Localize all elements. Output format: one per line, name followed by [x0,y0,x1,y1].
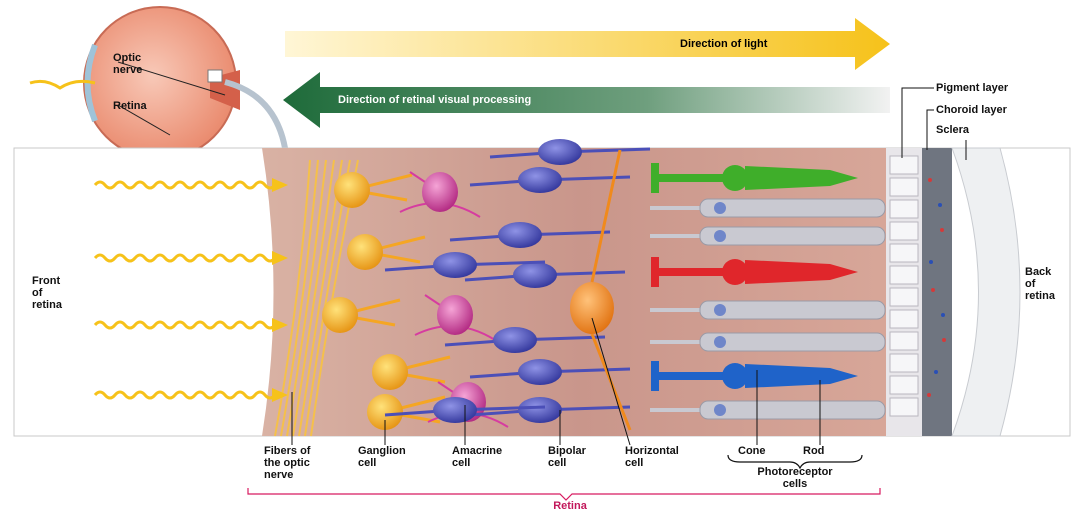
front-of-retina-label: Front of retina [32,275,62,311]
light-rays [93,178,288,402]
ganglion-cell [334,172,370,208]
bipolar-cell [518,359,562,385]
amacrine-cell [422,172,458,212]
bipolar-cell [433,252,477,278]
rod-cell [699,226,886,246]
fibers-optic-nerve-label: Fibers of the optic nerve [264,445,311,481]
processing-direction-arrow [283,72,890,128]
amacrine-cell-label: Amacrine cell [452,445,503,469]
bipolar-cells [384,139,651,423]
eye-icon [29,6,288,160]
light-ray [93,180,277,190]
bipolar-cell [493,327,537,353]
light-ray [93,253,277,263]
ganglion-cell [367,394,403,430]
ganglion-cell [347,234,383,270]
bipolar-cell [518,397,562,423]
sclera-layer [951,147,1021,437]
pigment-cells [889,155,919,417]
light-ray-arrowhead [272,178,288,192]
cone-cell [745,364,858,388]
light-ray-arrowhead [272,318,288,332]
photoreceptor-cells [650,163,886,420]
light-direction-label: Direction of light [680,38,768,50]
light-ray [93,390,277,400]
bipolar-cell [518,167,562,193]
horizontal-cell [570,282,614,334]
sclera-label: Sclera [936,124,970,136]
ganglion-cell-label: Ganglion cell [358,445,406,469]
photoreceptor-brace [727,454,863,470]
optic-nerve-fiber [280,159,319,437]
light-ray-arrowhead [272,388,288,402]
ganglion-cell [372,354,408,390]
optic-nerve-fiber [286,159,327,437]
rod-label: Rod [803,445,825,457]
eye-retina-label: Retina [113,100,147,112]
processing-direction-label: Direction of retinal visual processing [338,94,532,106]
optic-nerve-fiber [292,159,335,437]
light-ray-arrowhead [272,251,288,265]
cone-cell [745,260,858,284]
photoreceptor-cells-label: Photoreceptor cells [757,466,833,490]
rod-cell [699,332,886,352]
bipolar-cell [538,139,582,165]
bipolar-cell [513,262,557,288]
rod-cell [699,300,886,320]
rod-cell [699,198,886,218]
retina-brace [247,488,881,501]
pointer-lines [291,87,967,446]
choroid-layer-label: Choroid layer [936,104,1007,116]
optic-nerve-fiber [274,159,311,437]
bipolar-cell-label: Bipolar cell [548,445,586,469]
pigment-layer-label: Pigment layer [936,82,1009,94]
choroid-layer [922,148,952,436]
amacrine-cell [437,295,473,335]
bipolar-cell [433,397,477,423]
back-of-retina-label: Back of retina [1025,266,1055,302]
eye-optic-nerve-label: Optic nerve [113,52,143,76]
light-direction-arrow [285,18,890,70]
bipolar-cell [498,222,542,248]
rod-cell [699,400,886,420]
ganglion-cell [322,297,358,333]
retina-label: Retina [553,500,587,512]
horizontal-cell-label: Horizontal cell [625,445,679,469]
light-ray [93,320,277,330]
ganglion-cells [274,159,451,437]
cone-label: Cone [738,445,766,457]
cone-cell [745,166,858,190]
choroid-dots [927,178,946,397]
